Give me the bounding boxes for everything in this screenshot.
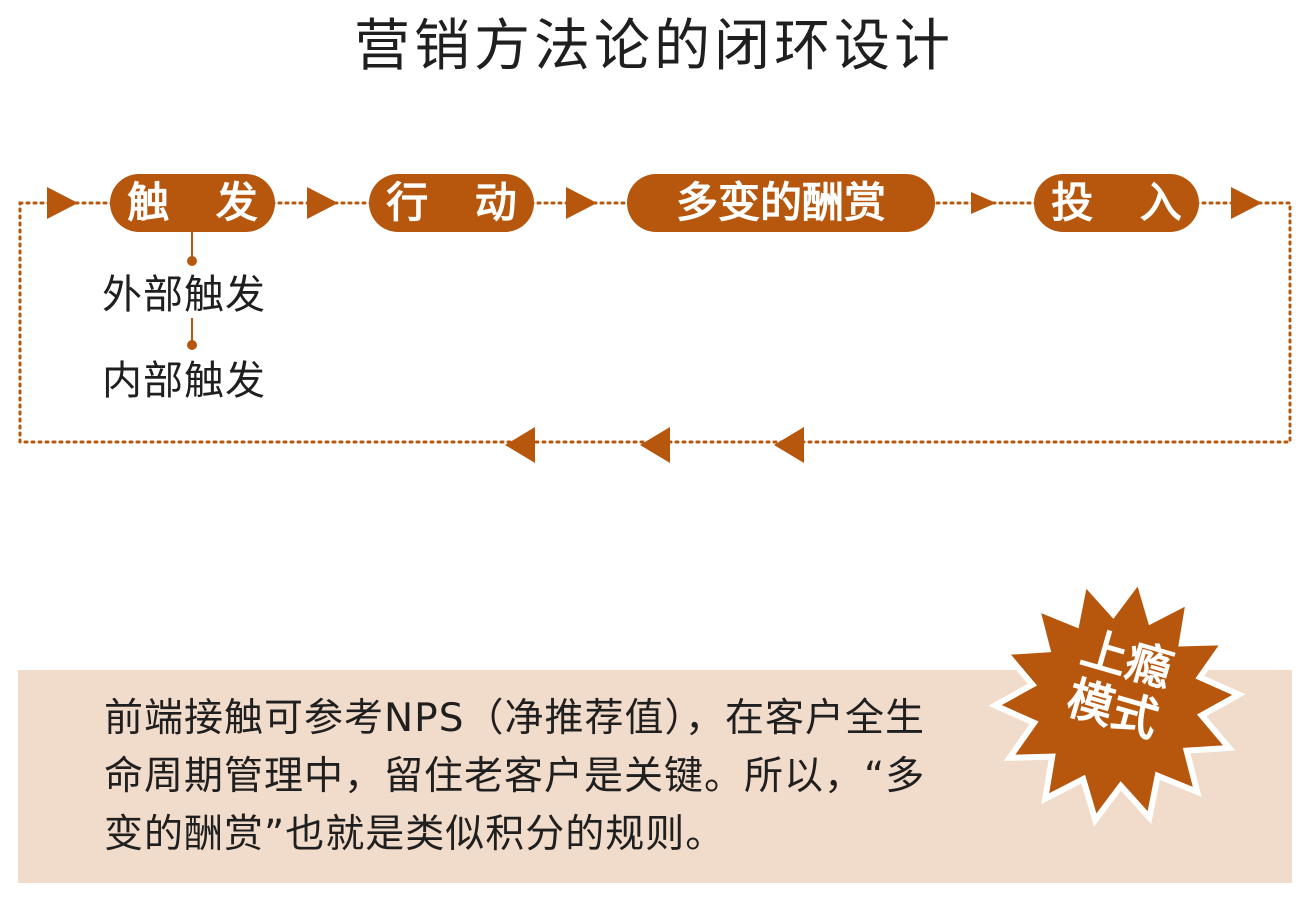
loop-dotted-frame	[18, 201, 1292, 444]
step-variable-reward: 多变的酬赏	[627, 174, 935, 232]
external-trigger-label: 外部触发	[102, 272, 266, 318]
arrow-right-icon	[307, 187, 338, 219]
arrow-left-icon	[774, 427, 804, 463]
starburst-icon	[988, 573, 1246, 827]
arrow-right-icon	[971, 192, 996, 214]
step-investment: 投 入	[1034, 174, 1199, 232]
arrow-right-icon	[566, 187, 597, 219]
arrow-right-icon	[1231, 187, 1262, 219]
arrow-left-icon	[505, 427, 535, 463]
arrow-left-icon	[640, 427, 670, 463]
note-text: 前端接触可参考NPS（净推荐值），在客户全生命周期管理中，留住老客户是关键。所以…	[104, 696, 926, 857]
step-trigger: 触 发	[110, 174, 275, 232]
step-action: 行 动	[369, 174, 534, 232]
internal-trigger-label: 内部触发	[102, 358, 266, 404]
trigger-connector	[187, 232, 197, 350]
page-title: 营销方法论的闭环设计	[354, 14, 954, 79]
starburst-badge	[988, 573, 1246, 827]
arrow-right-icon	[47, 187, 78, 219]
